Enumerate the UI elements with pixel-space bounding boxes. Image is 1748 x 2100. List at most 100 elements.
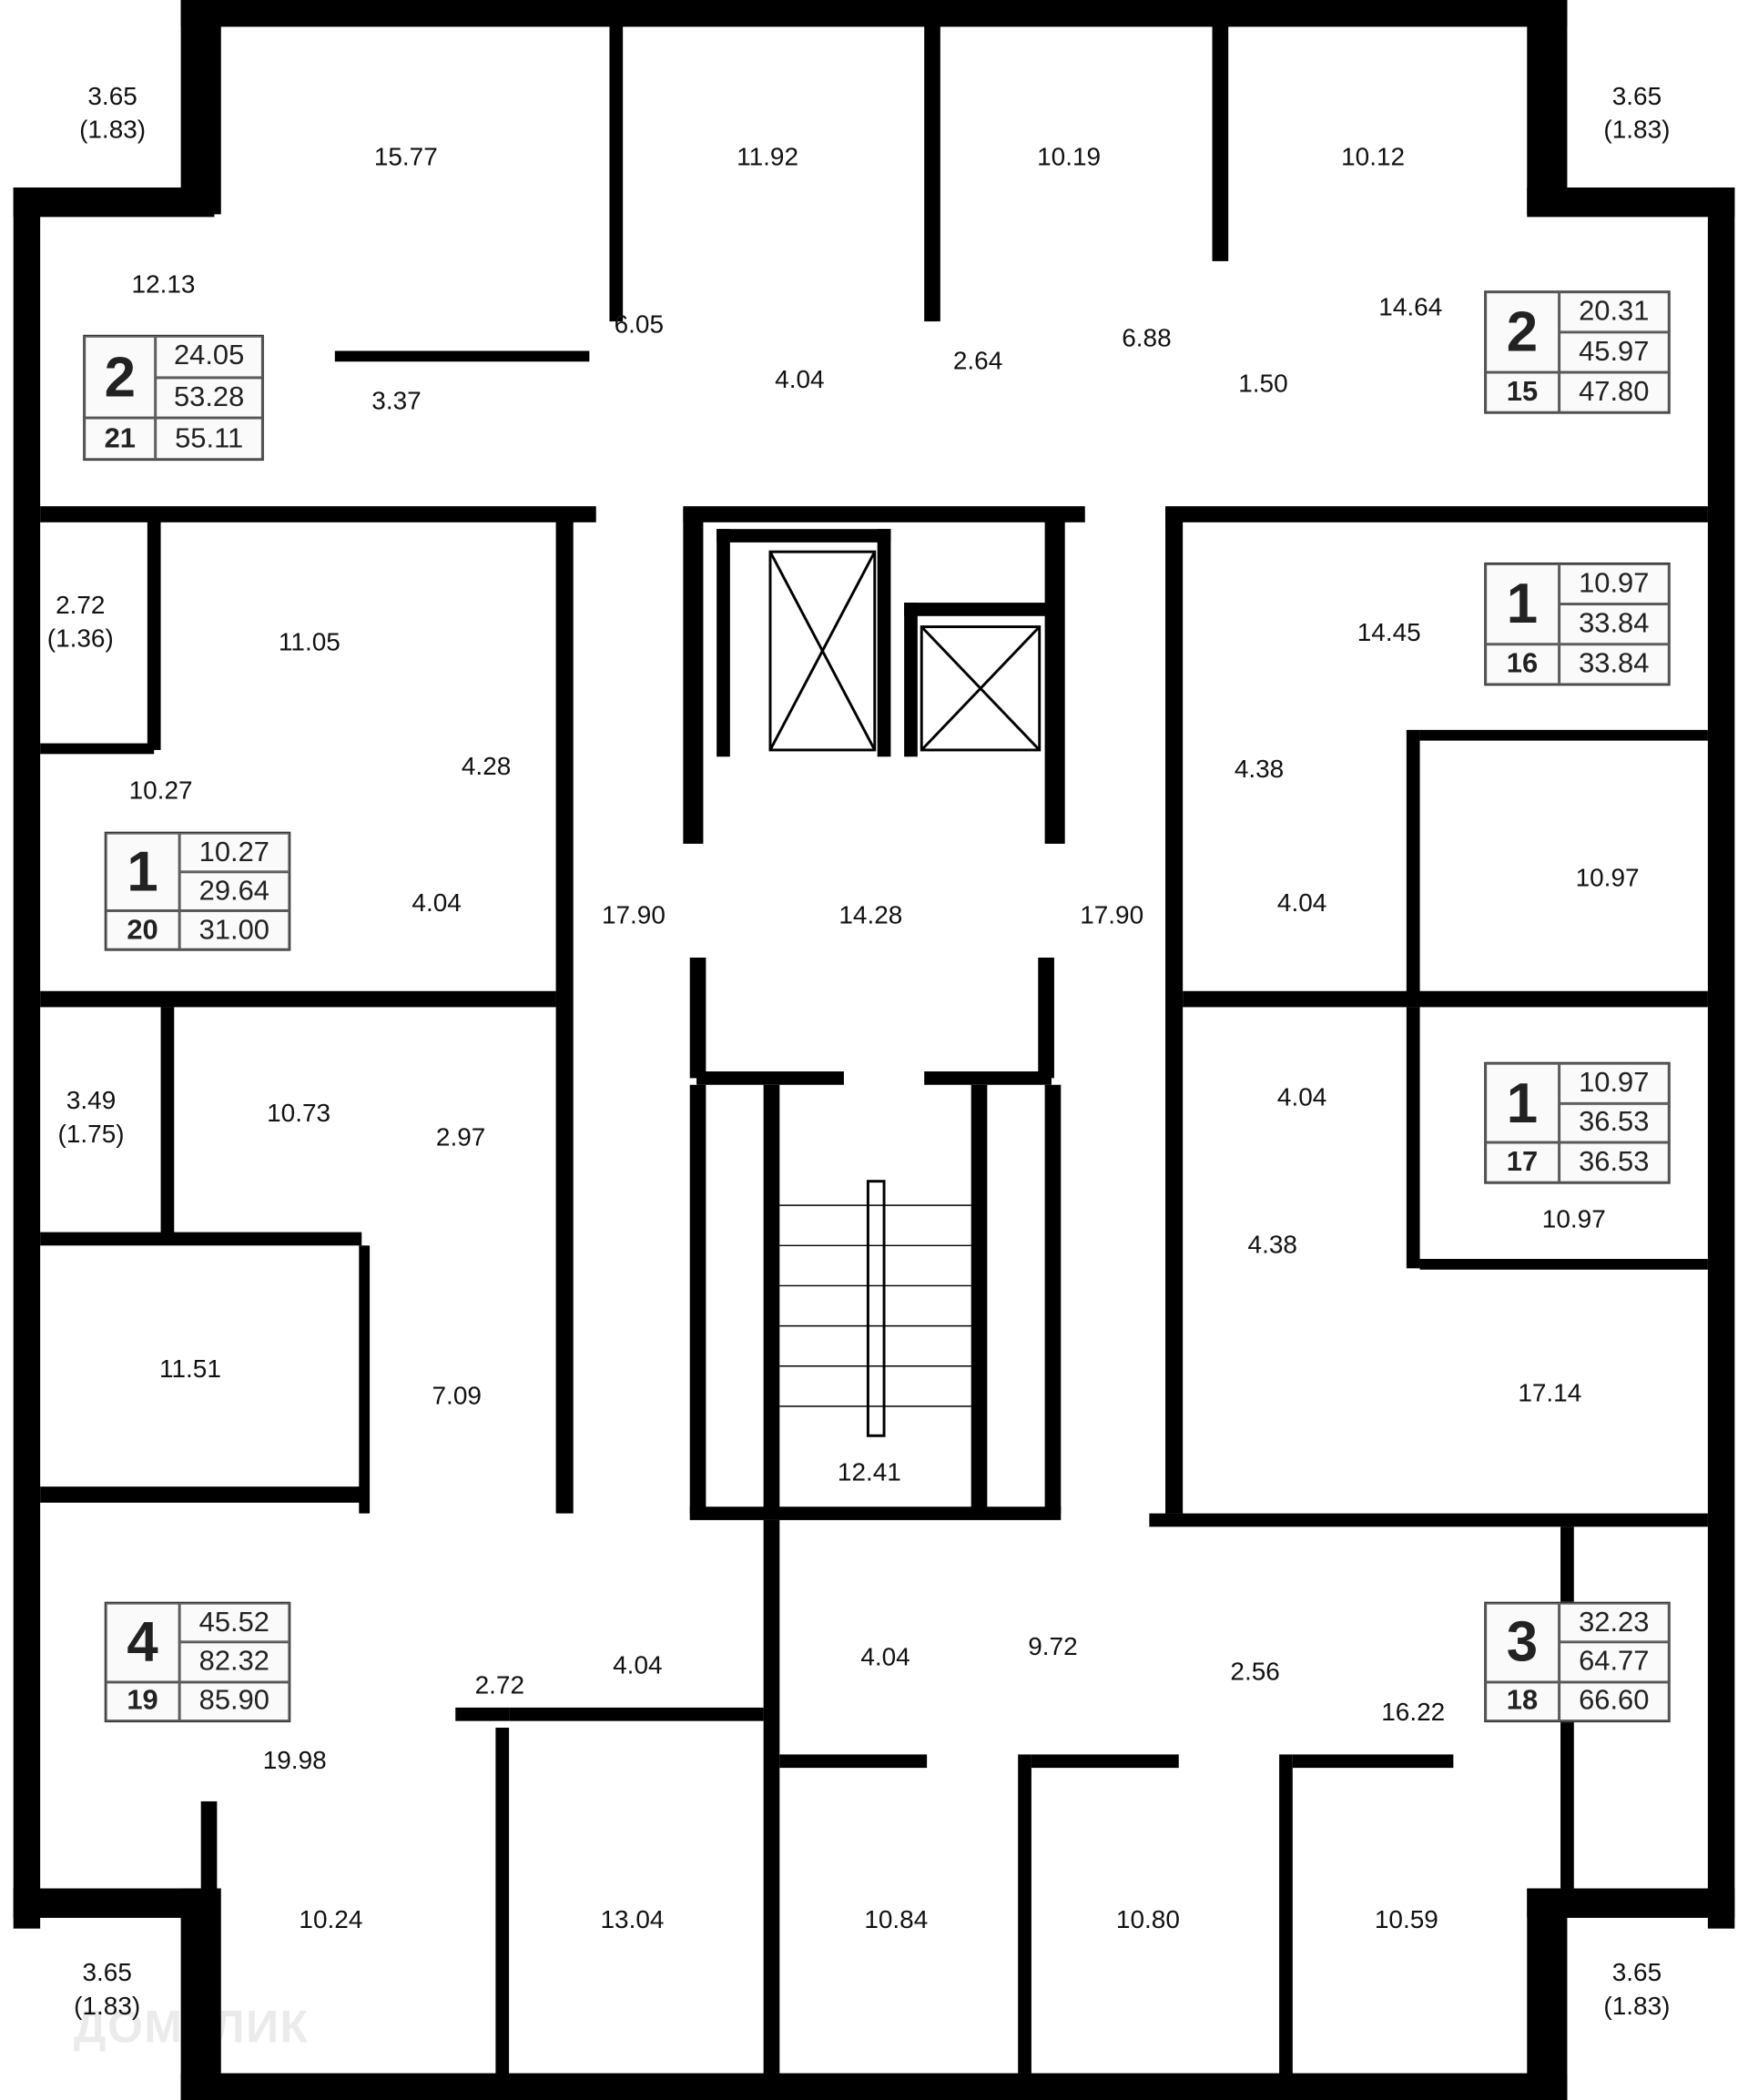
room-area: 10.59 [1374,1906,1438,1935]
living-area: 20.31 [1559,291,1670,332]
room-area: 17.90 [601,901,666,930]
room-area: 10.19 [1037,144,1102,173]
room-area: 14.64 [1378,293,1443,322]
room-area: 1.50 [1238,370,1288,399]
room-area: 4.04 [613,1651,663,1680]
total-with-balcony: 31.00 [178,910,290,950]
room-area: 7.09 [432,1383,482,1412]
balcony-area: 3.65 (1.83) [1603,80,1670,147]
living-area: 45.52 [178,1603,290,1643]
balcony-reduced: (1.36) [46,625,114,654]
room-count: 3 [1485,1603,1560,1682]
room-area: 10.80 [1115,1906,1180,1935]
room-area: 4.04 [412,889,462,918]
room-area: 4.04 [775,366,825,395]
living-area: 10.97 [1559,563,1670,604]
room-area: 4.04 [1276,1084,1327,1112]
total-area: 82.32 [178,1642,290,1682]
balcony-total: 3.65 [82,1959,132,1988]
balcony-area: 3.65 (1.83) [79,80,146,147]
balcony-area: 2.72 (1.36) [47,589,114,656]
room-count: 1 [106,833,179,911]
living-area: 24.05 [155,336,263,378]
room-area: 17.90 [1080,901,1144,930]
apartment-number: 19 [106,1681,179,1721]
apartment-number: 17 [1485,1142,1560,1183]
watermark-logo: ДОМКЛИК [73,2002,310,2054]
total-area: 53.28 [155,377,263,419]
room-count: 4 [106,1603,179,1682]
total-with-balcony: 47.80 [1559,372,1670,413]
room-area: 4.28 [461,753,512,782]
room-count: 2 [1485,291,1560,373]
balcony-total: 3.49 [66,1087,117,1116]
apartment-number: 21 [84,418,156,460]
balcony-total: 3.65 [1611,83,1662,112]
room-area: 6.88 [1122,324,1172,353]
room-area: 15.77 [373,144,438,173]
balcony-total: 3.65 [1611,1959,1662,1988]
living-area: 10.27 [178,833,290,872]
room-area: 10.73 [267,1100,331,1129]
room-area: 11.51 [158,1355,221,1385]
room-area: 2.64 [952,347,1003,376]
room-area: 17.14 [1518,1380,1582,1409]
balcony-reduced: (1.83) [79,117,147,145]
total-area: 45.97 [1559,331,1670,373]
total-area: 29.64 [178,871,290,911]
room-area: 10.84 [864,1906,929,1935]
room-area: 19.98 [262,1747,327,1776]
room-area: 3.37 [371,387,422,416]
total-with-balcony: 85.90 [178,1681,290,1721]
balcony-area: 3.49(1.75) [58,1085,125,1152]
room-area: 4.38 [1234,756,1285,785]
total-area: 33.84 [1559,604,1670,644]
room-area: 2.72 [474,1671,525,1700]
balcony-total: 3.65 [87,83,137,112]
room-count: 2 [84,336,156,419]
room-area: 16.22 [1381,1699,1446,1728]
room-area: 4.04 [860,1644,910,1672]
apartment-number: 16 [1485,644,1560,685]
room-area: 14.45 [1357,619,1421,648]
total-area: 36.53 [1559,1102,1670,1143]
room-count: 1 [1485,563,1560,644]
balcony-area: 3.65(1.83) [74,1957,140,2024]
total-with-balcony: 33.84 [1559,644,1670,685]
apartment-number: 15 [1485,372,1560,413]
room-area: 12.41 [837,1458,901,1487]
room-area: 4.04 [1276,889,1327,918]
room-area: 14.28 [838,901,903,930]
room-area: 11.92 [737,144,798,173]
balcony-total: 2.72 [56,592,106,621]
apartment-number: 18 [1485,1681,1560,1721]
room-area: 4.38 [1247,1231,1297,1260]
total-with-balcony: 55.11 [155,418,263,460]
room-area: 10.27 [128,777,193,806]
room-area: 12.13 [131,270,196,299]
balcony-area: 3.65 (1.83) [1603,1957,1670,2024]
room-area: 10.97 [1575,864,1640,893]
room-area: 2.97 [435,1124,486,1153]
room-area: 13.04 [600,1906,665,1935]
balcony-reduced: (1.83) [1603,117,1671,145]
room-area: 11.05 [278,628,340,657]
total-with-balcony: 36.53 [1559,1142,1670,1183]
room-area: 9.72 [1028,1633,1078,1662]
room-area: 10.12 [1341,144,1406,173]
room-area: 10.24 [299,1906,363,1935]
total-area: 64.77 [1559,1642,1670,1682]
room-count: 1 [1485,1063,1560,1143]
living-area: 32.23 [1559,1603,1670,1643]
total-with-balcony: 66.60 [1559,1681,1670,1721]
balcony-reduced: (1.83) [1603,1993,1671,2022]
